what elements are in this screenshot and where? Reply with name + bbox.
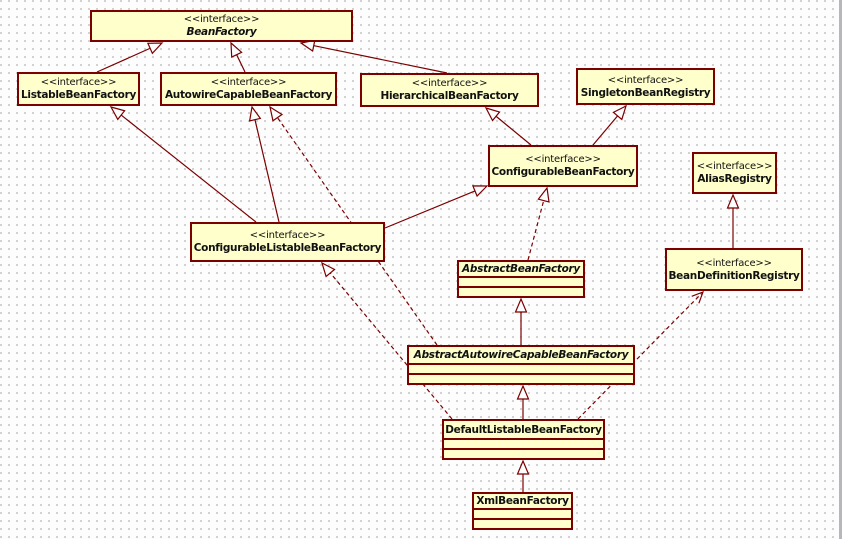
generalization-arrowhead-icon: [109, 106, 126, 121]
operations-compartment: [459, 286, 583, 296]
edge-DefaultListableBeanFactory-to-ConfigurableListableBeanFactory[interactable]: [321, 261, 453, 420]
edge-AutowireCapableBeanFactory-to-BeanFactory[interactable]: [230, 41, 246, 73]
node-HierarchicalBeanFactory[interactable]: <<interface>> HierarchicalBeanFactory: [360, 73, 539, 107]
generalization-arrowhead-icon: [537, 186, 550, 203]
edge-ConfigurableBeanFactory-to-HierarchicalBeanFactory[interactable]: [484, 107, 532, 146]
node-XmlBeanFactory[interactable]: XmlBeanFactory: [472, 492, 573, 530]
interface-stereotype: <<interface>>: [40, 77, 117, 88]
interface-body: <<interface>> AutowireCapableBeanFactory: [162, 74, 335, 104]
generalization-arrowhead-icon: [471, 185, 489, 198]
attributes-compartment: [459, 276, 583, 286]
interface-stereotype: <<interface>>: [210, 77, 287, 88]
class-name-compartment: AbstractAutowireCapableBeanFactory: [409, 347, 633, 363]
node-name-label: DefaultListableBeanFactory: [445, 423, 602, 436]
canvas-right-edge: [839, 0, 842, 539]
generalization-arrowhead-icon: [269, 105, 284, 122]
node-AbstractBeanFactory[interactable]: AbstractBeanFactory: [457, 260, 585, 298]
edge-ConfigurableListableBeanFactory-to-ConfigurableBeanFactory[interactable]: [384, 185, 489, 229]
node-AliasRegistry[interactable]: <<interface>> AliasRegistry: [692, 152, 777, 194]
attributes-compartment: [474, 508, 571, 518]
node-name-label: AutowireCapableBeanFactory: [164, 89, 333, 101]
edge-ListableBeanFactory-to-BeanFactory[interactable]: [96, 42, 164, 73]
interface-stereotype: <<interface>>: [525, 154, 601, 165]
class-name-compartment: DefaultListableBeanFactory: [444, 421, 603, 438]
generalization-arrowhead-icon: [146, 42, 164, 55]
class-name-compartment: AbstractBeanFactory: [459, 262, 583, 276]
edge-AbstractBeanFactory-to-ConfigurableBeanFactory[interactable]: [527, 186, 550, 261]
interface-stereotype: <<interface>>: [183, 14, 260, 25]
node-AbstractAutowireCapableBeanFactory[interactable]: AbstractAutowireCapableBeanFactory: [407, 345, 635, 385]
node-name-label: AliasRegistry: [697, 173, 772, 185]
node-SingletonBeanRegistry[interactable]: <<interface>> SingletonBeanRegistry: [576, 68, 715, 105]
node-ConfigurableListableBeanFactory[interactable]: <<interface>> ConfigurableListableBeanFa…: [190, 222, 385, 262]
attributes-compartment: [409, 363, 633, 373]
generalization-arrowhead-icon: [514, 297, 528, 313]
operations-compartment: [444, 448, 603, 458]
node-BeanFactory[interactable]: <<interface>> BeanFactory: [90, 10, 353, 42]
edge-XmlBeanFactory-to-DefaultListableBeanFactory[interactable]: [516, 459, 530, 492]
node-DefaultListableBeanFactory[interactable]: DefaultListableBeanFactory: [442, 419, 605, 460]
edge-AbstractAutowireCapableBeanFactory-to-AutowireCapableBeanFactory[interactable]: [269, 105, 438, 346]
interface-stereotype: <<interface>>: [607, 74, 684, 86]
interface-stereotype: <<interface>>: [411, 78, 488, 89]
interface-body: <<interface>> SingletonBeanRegistry: [578, 70, 713, 103]
edge-AbstractAutowireCapableBeanFactory-to-AbstractBeanFactory[interactable]: [514, 297, 528, 345]
interface-body: <<interface>> ConfigurableListableBeanFa…: [192, 224, 383, 260]
edge-DefaultListableBeanFactory-to-AbstractAutowireCapableBeanFactory[interactable]: [516, 384, 530, 419]
interface-stereotype: <<interface>>: [696, 257, 772, 269]
interface-body: <<interface>> BeanFactory: [92, 12, 351, 40]
node-name-label: XmlBeanFactory: [476, 495, 569, 507]
operations-compartment: [474, 518, 571, 528]
node-name-label: ListableBeanFactory: [21, 89, 136, 101]
node-AutowireCapableBeanFactory[interactable]: <<interface>> AutowireCapableBeanFactory: [160, 72, 337, 106]
node-name-label: HierarchicalBeanFactory: [380, 90, 519, 102]
node-name-label: AbstractAutowireCapableBeanFactory: [413, 349, 629, 361]
open-arrowhead-icon: [691, 290, 705, 304]
edge-ConfigurableBeanFactory-to-SingletonBeanRegistry[interactable]: [592, 104, 627, 146]
edge-ConfigurableListableBeanFactory-to-ListableBeanFactory[interactable]: [109, 106, 257, 223]
attributes-compartment: [444, 438, 603, 448]
node-name-label: BeanFactory: [186, 26, 257, 38]
generalization-arrowhead-icon: [248, 105, 262, 122]
interface-body: <<interface>> BeanDefinitionRegistry: [667, 250, 801, 289]
node-name-label: SingletonBeanRegistry: [580, 86, 711, 99]
generalization-arrowhead-icon: [321, 261, 336, 278]
generalization-arrowhead-icon: [612, 104, 627, 121]
edge-ConfigurableListableBeanFactory-to-AutowireCapableBeanFactory[interactable]: [248, 105, 280, 223]
node-name-label: AbstractBeanFactory: [462, 263, 580, 275]
interface-body: <<interface>> HierarchicalBeanFactory: [362, 75, 537, 105]
generalization-arrowhead-icon: [230, 41, 243, 59]
operations-compartment: [409, 373, 633, 383]
interface-body: <<interface>> ListableBeanFactory: [19, 74, 138, 104]
node-name-label: ConfigurableBeanFactory: [491, 166, 635, 178]
generalization-arrowhead-icon: [516, 384, 530, 400]
interface-stereotype: <<interface>>: [249, 230, 326, 241]
node-name-label: ConfigurableListableBeanFactory: [193, 242, 382, 254]
node-ListableBeanFactory[interactable]: <<interface>> ListableBeanFactory: [17, 72, 140, 106]
interface-body: <<interface>> AliasRegistry: [694, 154, 775, 192]
node-ConfigurableBeanFactory[interactable]: <<interface>> ConfigurableBeanFactory: [488, 145, 638, 187]
generalization-arrowhead-icon: [484, 107, 501, 122]
node-name-label: BeanDefinitionRegistry: [668, 269, 800, 282]
class-name-compartment: XmlBeanFactory: [474, 494, 571, 508]
edge-BeanDefinitionRegistry-to-AliasRegistry[interactable]: [726, 193, 740, 248]
generalization-arrowhead-icon: [726, 193, 740, 209]
edge-DefaultListableBeanFactory-to-BeanDefinitionRegistry[interactable]: [577, 290, 705, 420]
generalization-arrowhead-icon: [516, 459, 530, 475]
interface-stereotype: <<interface>>: [696, 161, 773, 172]
node-BeanDefinitionRegistry[interactable]: <<interface>> BeanDefinitionRegistry: [665, 248, 803, 291]
interface-body: <<interface>> ConfigurableBeanFactory: [490, 147, 636, 185]
